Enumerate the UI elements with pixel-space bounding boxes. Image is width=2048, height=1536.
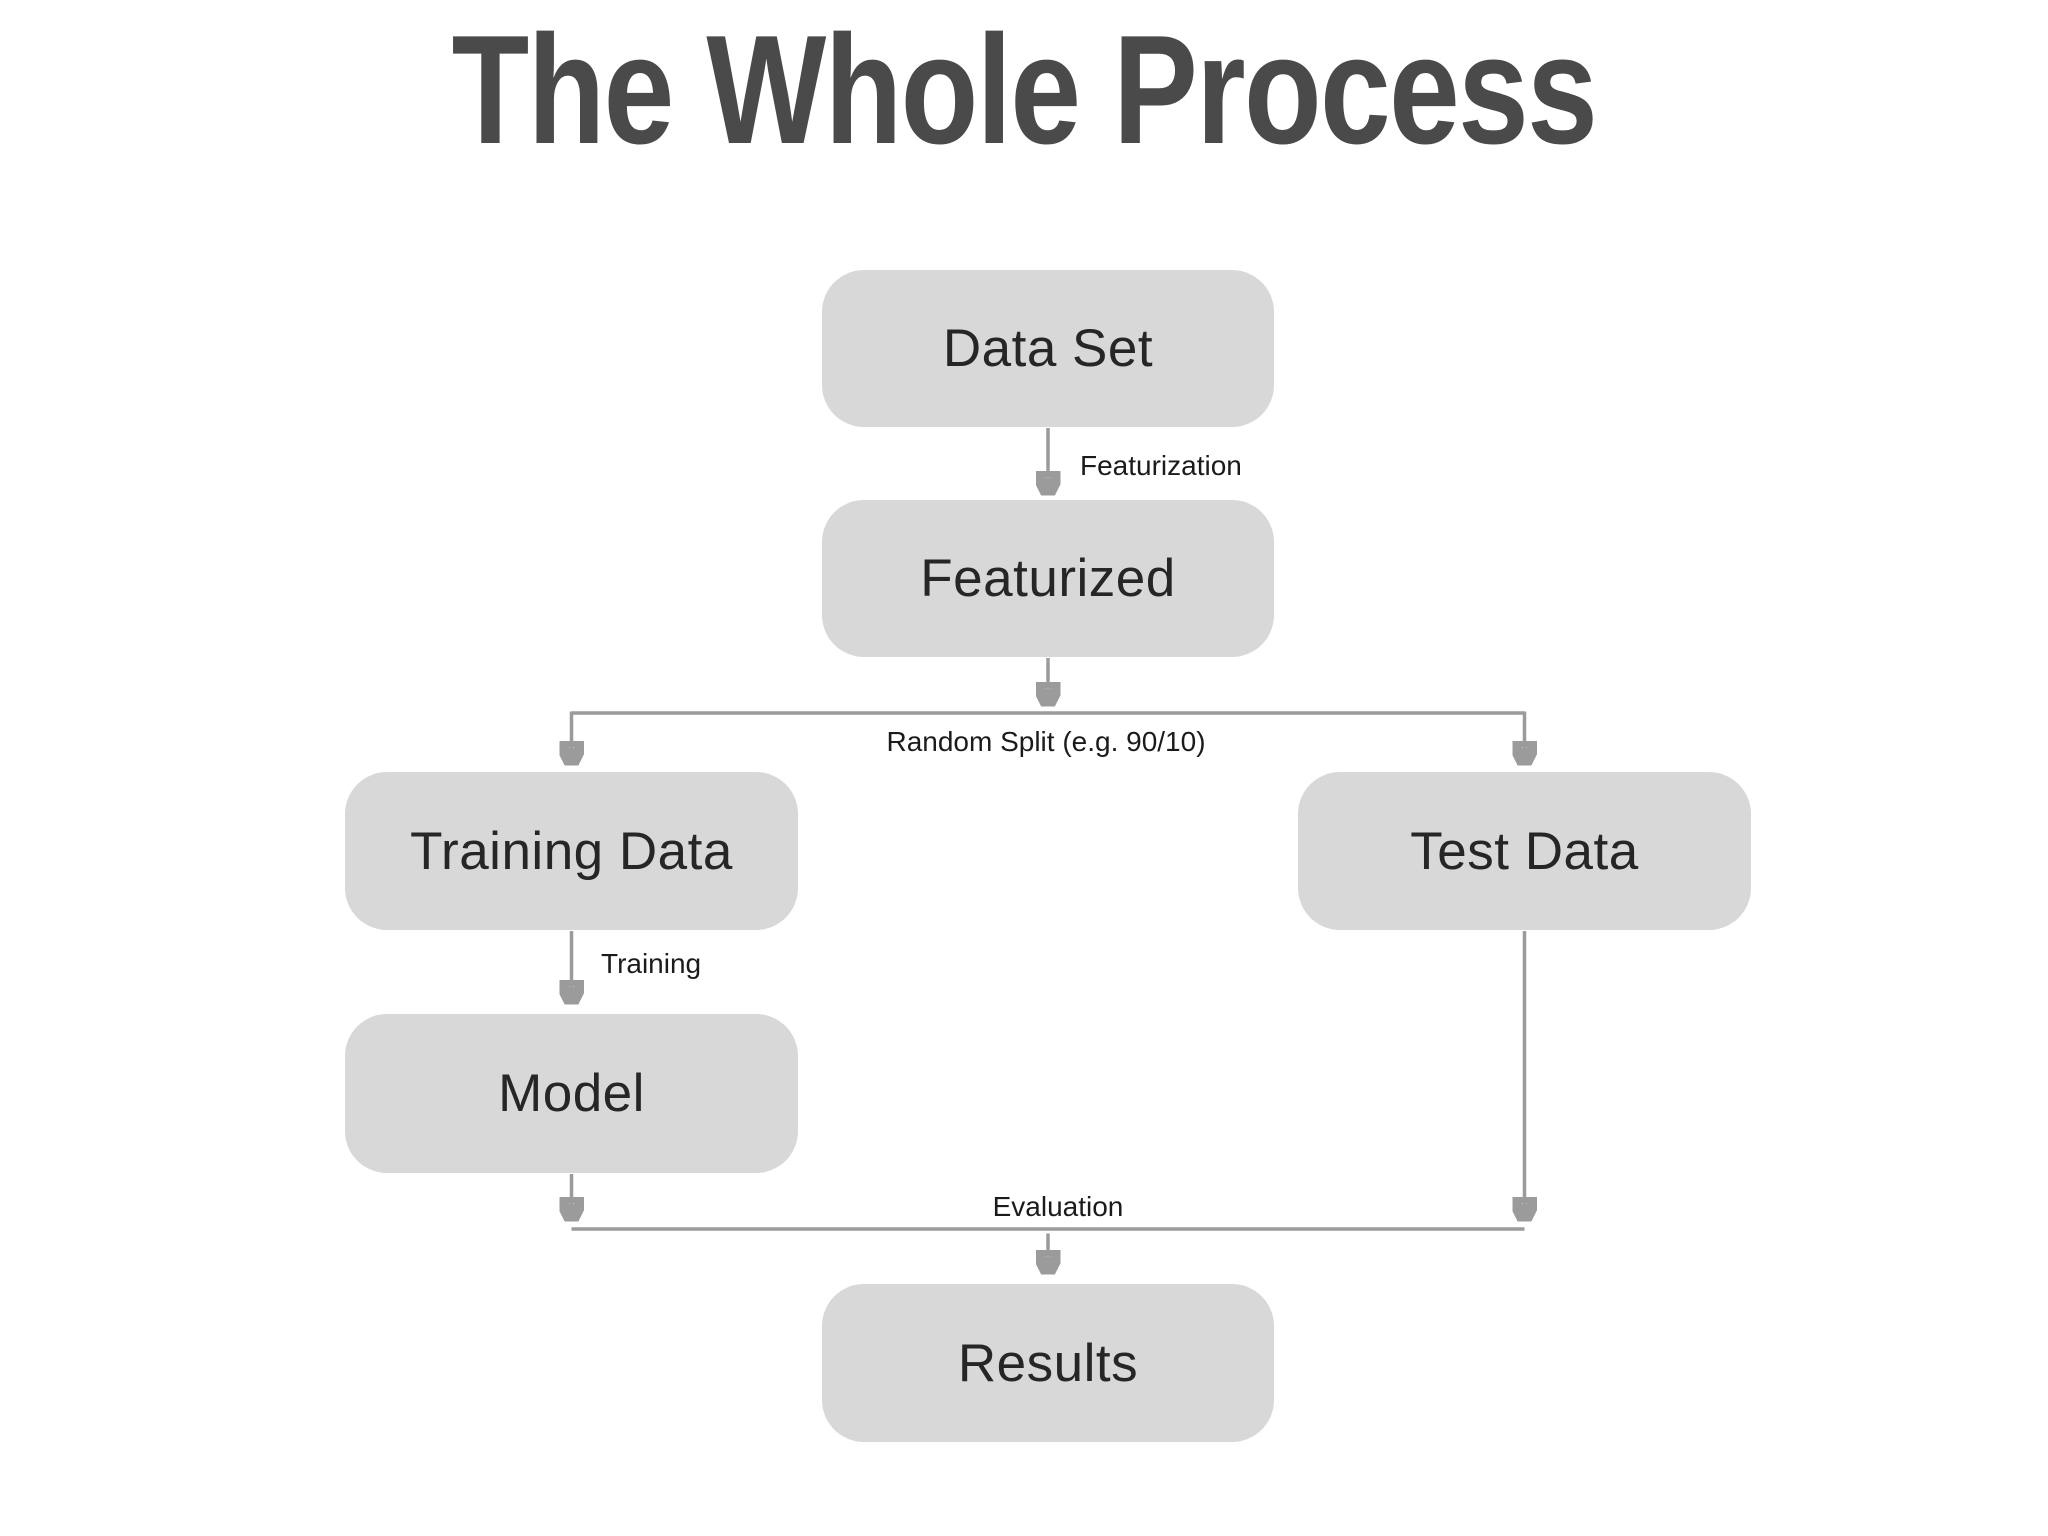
node-results: Results: [822, 1284, 1274, 1442]
edge-label-evaluation: Evaluation: [992, 1191, 1124, 1222]
edge-label-featurization: Featurization: [1080, 450, 1242, 481]
node-test-data: Test Data: [1298, 772, 1751, 930]
node-data-set: Data Set: [822, 270, 1274, 427]
node-training-data: Training Data: [345, 772, 798, 930]
slide-title: The Whole Process: [0, 3, 2048, 176]
node-model: Model: [345, 1014, 798, 1173]
slide-title-text: The Whole Process: [451, 3, 1598, 176]
node-featurized: Featurized: [822, 500, 1274, 657]
edge-label-training: Training: [601, 948, 702, 979]
edge-label-random-split: Random Split (e.g. 90/10): [886, 726, 1206, 757]
